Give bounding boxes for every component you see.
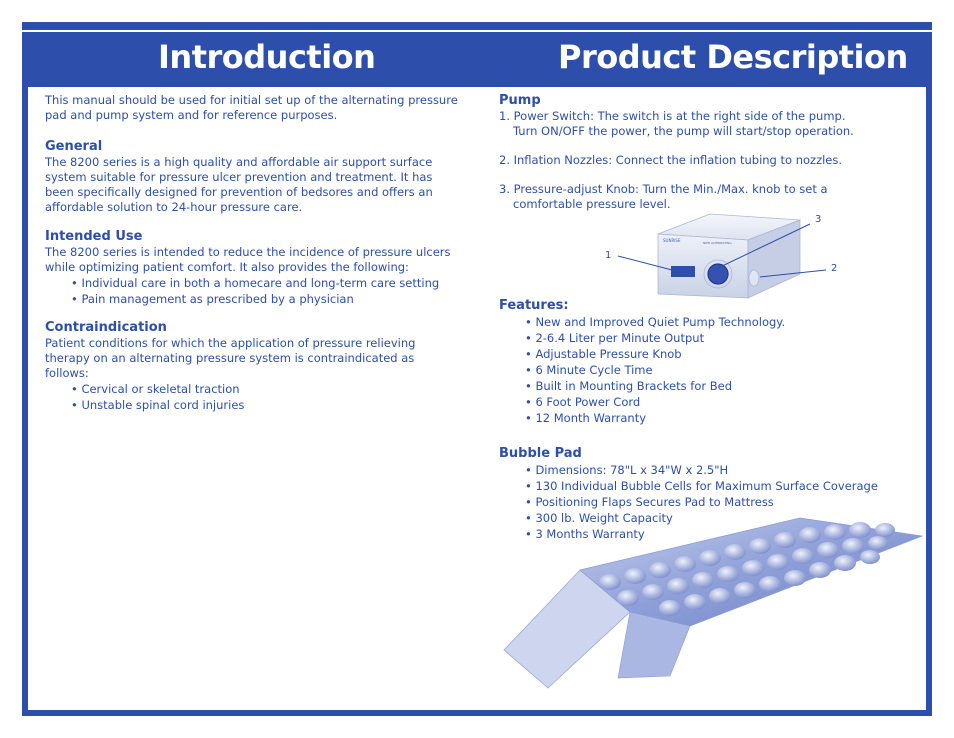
pump-heading: Pump — [499, 93, 541, 108]
general-heading: General — [45, 139, 103, 154]
features-list: New and Improved Quiet Pump Technology. … — [499, 314, 909, 426]
contraindication-heading: Contraindication — [45, 320, 167, 335]
contraindication-text: Patient conditions for which the applica… — [45, 336, 416, 380]
list-item: New and Improved Quiet Pump Technology. — [499, 314, 909, 330]
list-item: 130 Individual Bubble Cells for Maximum … — [499, 478, 919, 494]
list-item: 6 Foot Power Cord — [499, 394, 909, 410]
intended-use-list: Individual care in both a homecare and l… — [45, 275, 460, 307]
bubble-pad-illustration — [503, 517, 924, 689]
list-item: Pain management as prescribed by a physi… — [45, 291, 460, 307]
list-item: Positioning Flaps Secures Pad to Mattres… — [499, 494, 919, 510]
svg-text:SUNRISE: SUNRISE — [663, 238, 681, 243]
pump-item-3: 3. Pressure-adjust Knob: Turn the Min./M… — [499, 182, 909, 212]
top-rule — [22, 30, 932, 32]
list-item: 6 Minute Cycle Time — [499, 362, 909, 378]
bubble-pad-section: Bubble Pad Dimensions: 78"L x 34"W x 2.5… — [499, 446, 919, 542]
list-item: Cervical or skeletal traction — [45, 381, 460, 397]
list-item: 300 lb. Weight Capacity — [499, 510, 919, 526]
intended-use-text: The 8200 series is intended to reduce th… — [45, 245, 451, 274]
pump-item-3-line1: 3. Pressure-adjust Knob: Turn the Min./M… — [499, 182, 828, 196]
intro-text: This manual should be used for initial s… — [45, 93, 458, 122]
introduction-column: This manual should be used for initial s… — [45, 93, 460, 413]
list-item: Dimensions: 78"L x 34"W x 2.5"H — [499, 462, 919, 478]
list-item: 2-6.4 Liter per Minute Output — [499, 330, 909, 346]
pump-section: Pump 1. Power Switch: The switch is at t… — [499, 93, 909, 212]
list-item: Adjustable Pressure Knob — [499, 346, 909, 362]
list-item: Individual care in both a homecare and l… — [45, 275, 460, 291]
callout-3: 3 — [815, 214, 822, 225]
pump-item-1: 1. Power Switch: The switch is at the ri… — [499, 109, 909, 139]
bubble-pad-heading: Bubble Pad — [499, 446, 582, 461]
product-description-title: Product Description — [558, 38, 908, 76]
features-section: Features: New and Improved Quiet Pump Te… — [499, 298, 909, 426]
list-item: Unstable spinal cord injuries — [45, 397, 460, 413]
pump-illustration: SUNRISE NEW ALTERNATING — [617, 213, 827, 299]
pump-item-1-line2: Turn ON/OFF the power, the pump will sta… — [513, 124, 854, 138]
pump-item-2: 2. Inflation Nozzles: Connect the inflat… — [499, 153, 843, 167]
list-item: Built in Mounting Brackets for Bed — [499, 378, 909, 394]
callout-1: 1 — [605, 250, 612, 261]
list-item: 3 Months Warranty — [499, 526, 919, 542]
bubble-pad-list: Dimensions: 78"L x 34"W x 2.5"H 130 Indi… — [499, 462, 919, 542]
svg-text:NEW ALTERNATING: NEW ALTERNATING — [703, 241, 732, 245]
introduction-title: Introduction — [158, 38, 376, 76]
general-text: The 8200 series is a high quality and af… — [45, 155, 433, 214]
features-heading: Features: — [499, 298, 569, 313]
pump-item-3-line2: comfortable pressure level. — [513, 197, 671, 211]
list-item: 12 Month Warranty — [499, 410, 909, 426]
intended-use-heading: Intended Use — [45, 229, 143, 244]
pump-item-1-line1: 1. Power Switch: The switch is at the ri… — [499, 109, 846, 123]
contraindication-list: Cervical or skeletal traction Unstable s… — [45, 381, 460, 413]
callout-2: 2 — [831, 263, 838, 274]
